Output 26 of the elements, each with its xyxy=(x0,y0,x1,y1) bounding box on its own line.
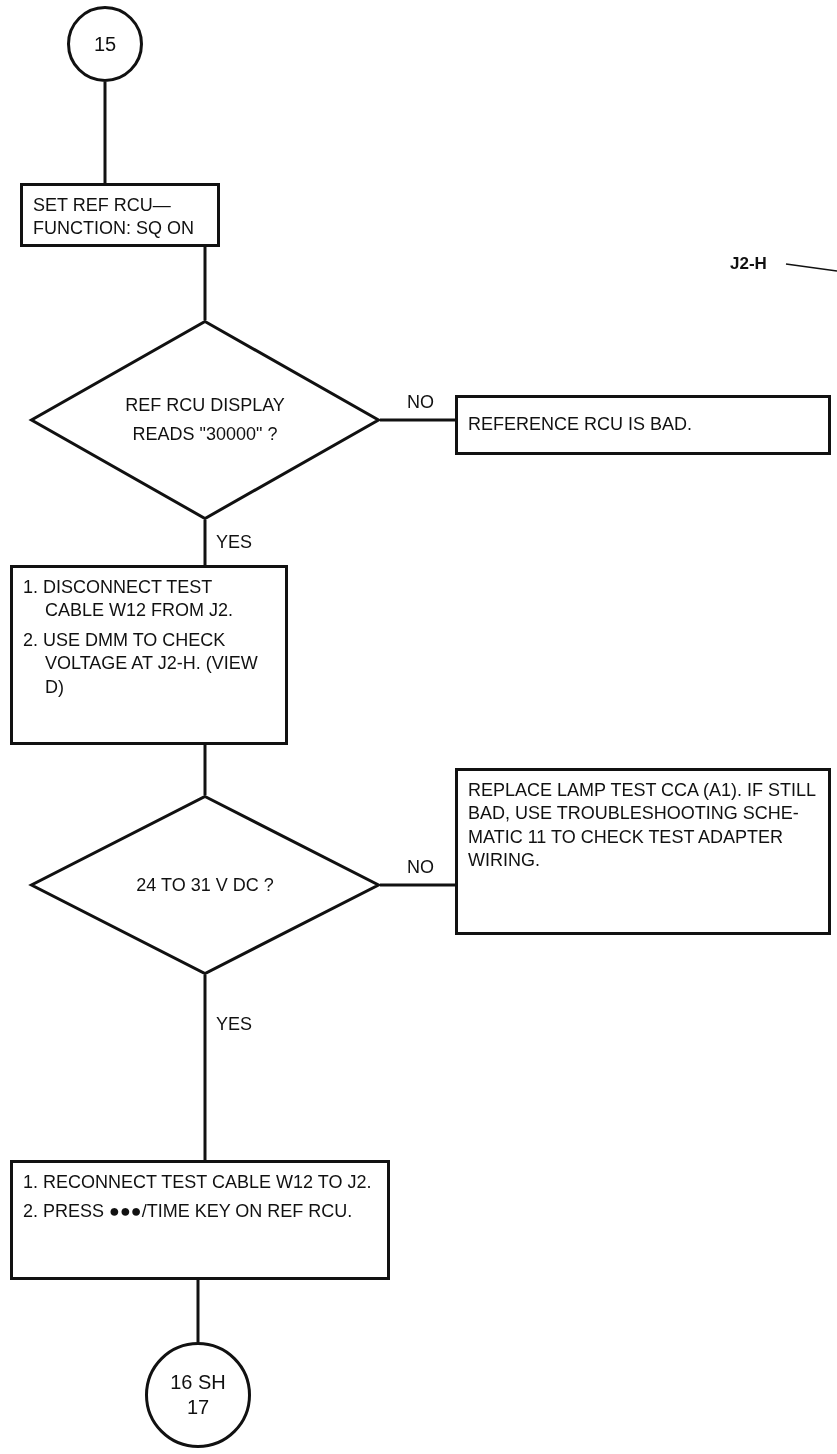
flow-line xyxy=(203,247,207,320)
flow-line xyxy=(380,418,455,422)
step-text: SET REF RCU— FUNCTION: SQ ON xyxy=(33,194,195,241)
step-text: REFERENCE RCU IS BAD. xyxy=(468,413,694,437)
process-box xyxy=(20,183,220,247)
pin-label: J2-H xyxy=(730,254,767,274)
flow-line xyxy=(196,1280,200,1342)
process-box xyxy=(455,395,831,455)
flow-line xyxy=(380,883,455,887)
connector-label: 15 xyxy=(93,31,117,57)
process-box xyxy=(455,768,831,935)
step-text: 1. RECONNECT TEST CABLE W12 TO J2. xyxy=(23,1171,373,1194)
step-text: 2. PRESS ●●●/TIME KEY ON REF RCU. xyxy=(23,1200,354,1224)
flow-line xyxy=(203,520,207,565)
flow-line xyxy=(203,975,207,1160)
step-text: 1. DISCONNECT TEST CABLE W12 FROM J2. xyxy=(23,576,235,623)
flow-line xyxy=(203,745,207,795)
step-text: REPLACE LAMP TEST CCA (A1). IF STILL BAD, USE TROUBLESHOOTING SCHE- MATIC 11 TO CHECK TEST ADAPTER WIRING. xyxy=(468,779,817,873)
process-box xyxy=(10,1160,390,1280)
process-box xyxy=(10,565,288,745)
step-text: 2. USE DMM TO CHECK VOLTAGE AT J2-H. (VIEW D) xyxy=(23,628,259,699)
leader-line xyxy=(785,263,837,272)
decision-text: REF RCU DISPLAY READS "30000" ? xyxy=(124,394,286,446)
flow-line xyxy=(103,82,107,183)
connector-label: 16 SH 17 xyxy=(169,1370,227,1420)
decision-text: 24 TO 31 V DC ? xyxy=(135,873,275,897)
